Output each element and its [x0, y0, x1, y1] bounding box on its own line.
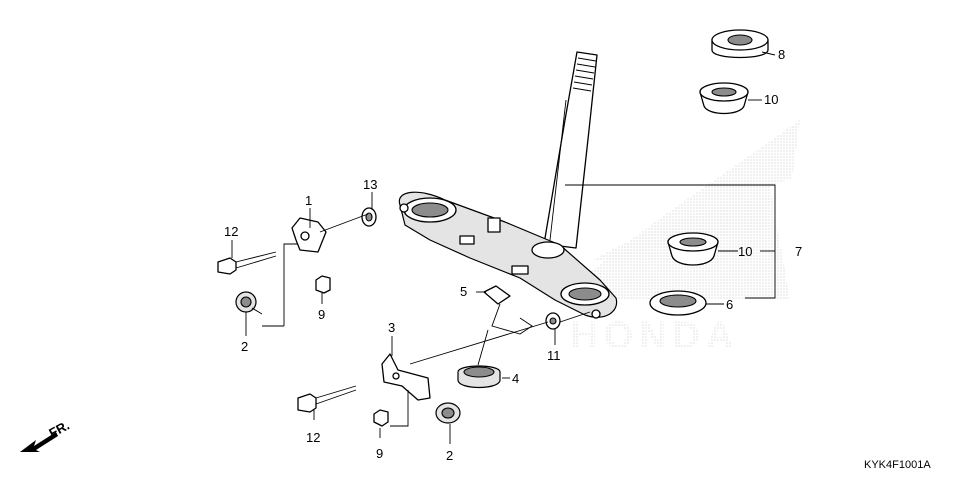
front-direction-arrow: FR.: [20, 418, 72, 452]
bearing-race-10-mid: [667, 232, 719, 266]
nut-8: [711, 29, 769, 59]
grommet-4: [457, 365, 501, 389]
callout-1: 1: [305, 193, 312, 208]
nut-9-lower: [373, 409, 389, 427]
bearing-race-10-top: [699, 82, 749, 115]
steering-stem: [543, 51, 598, 249]
callout-6: 6: [726, 297, 733, 312]
callout-12-lower: 12: [306, 430, 320, 445]
washer-13: [361, 207, 377, 227]
dust-seal-6: [649, 290, 707, 316]
callout-9-lower: 9: [376, 446, 383, 461]
callout-5: 5: [460, 284, 467, 299]
clamp-5: [483, 285, 533, 335]
callout-12-upper: 12: [224, 224, 238, 239]
callout-4: 4: [512, 371, 519, 386]
stay-3: [381, 353, 431, 401]
bolt-12-upper: [217, 251, 277, 275]
callout-8: 8: [778, 47, 785, 62]
honda-watermark-text: HONDA: [570, 315, 739, 357]
washer-11: [545, 312, 561, 330]
callout-10-mid: 10: [738, 244, 752, 259]
callout-10-top: 10: [764, 92, 778, 107]
grommet-2-lower: [435, 402, 461, 424]
lower-bracket: [398, 191, 618, 319]
callout-9-upper: 9: [318, 307, 325, 322]
callout-3: 3: [388, 320, 395, 335]
callout-11: 11: [547, 348, 561, 363]
leader-lines: [231, 51, 776, 444]
bolt-12-lower: [297, 385, 357, 413]
stay-1: [291, 217, 327, 253]
callout-2-upper: 2: [241, 339, 248, 354]
callout-2-lower: 2: [446, 448, 453, 463]
nut-9-upper: [315, 275, 331, 294]
grommet-2-upper: [235, 291, 263, 315]
diagram-code: KYK4F1001A: [864, 459, 931, 471]
callout-7: 7: [795, 244, 802, 259]
honda-wing-watermark: HONDA: [560, 120, 800, 357]
callout-13: 13: [363, 177, 377, 192]
